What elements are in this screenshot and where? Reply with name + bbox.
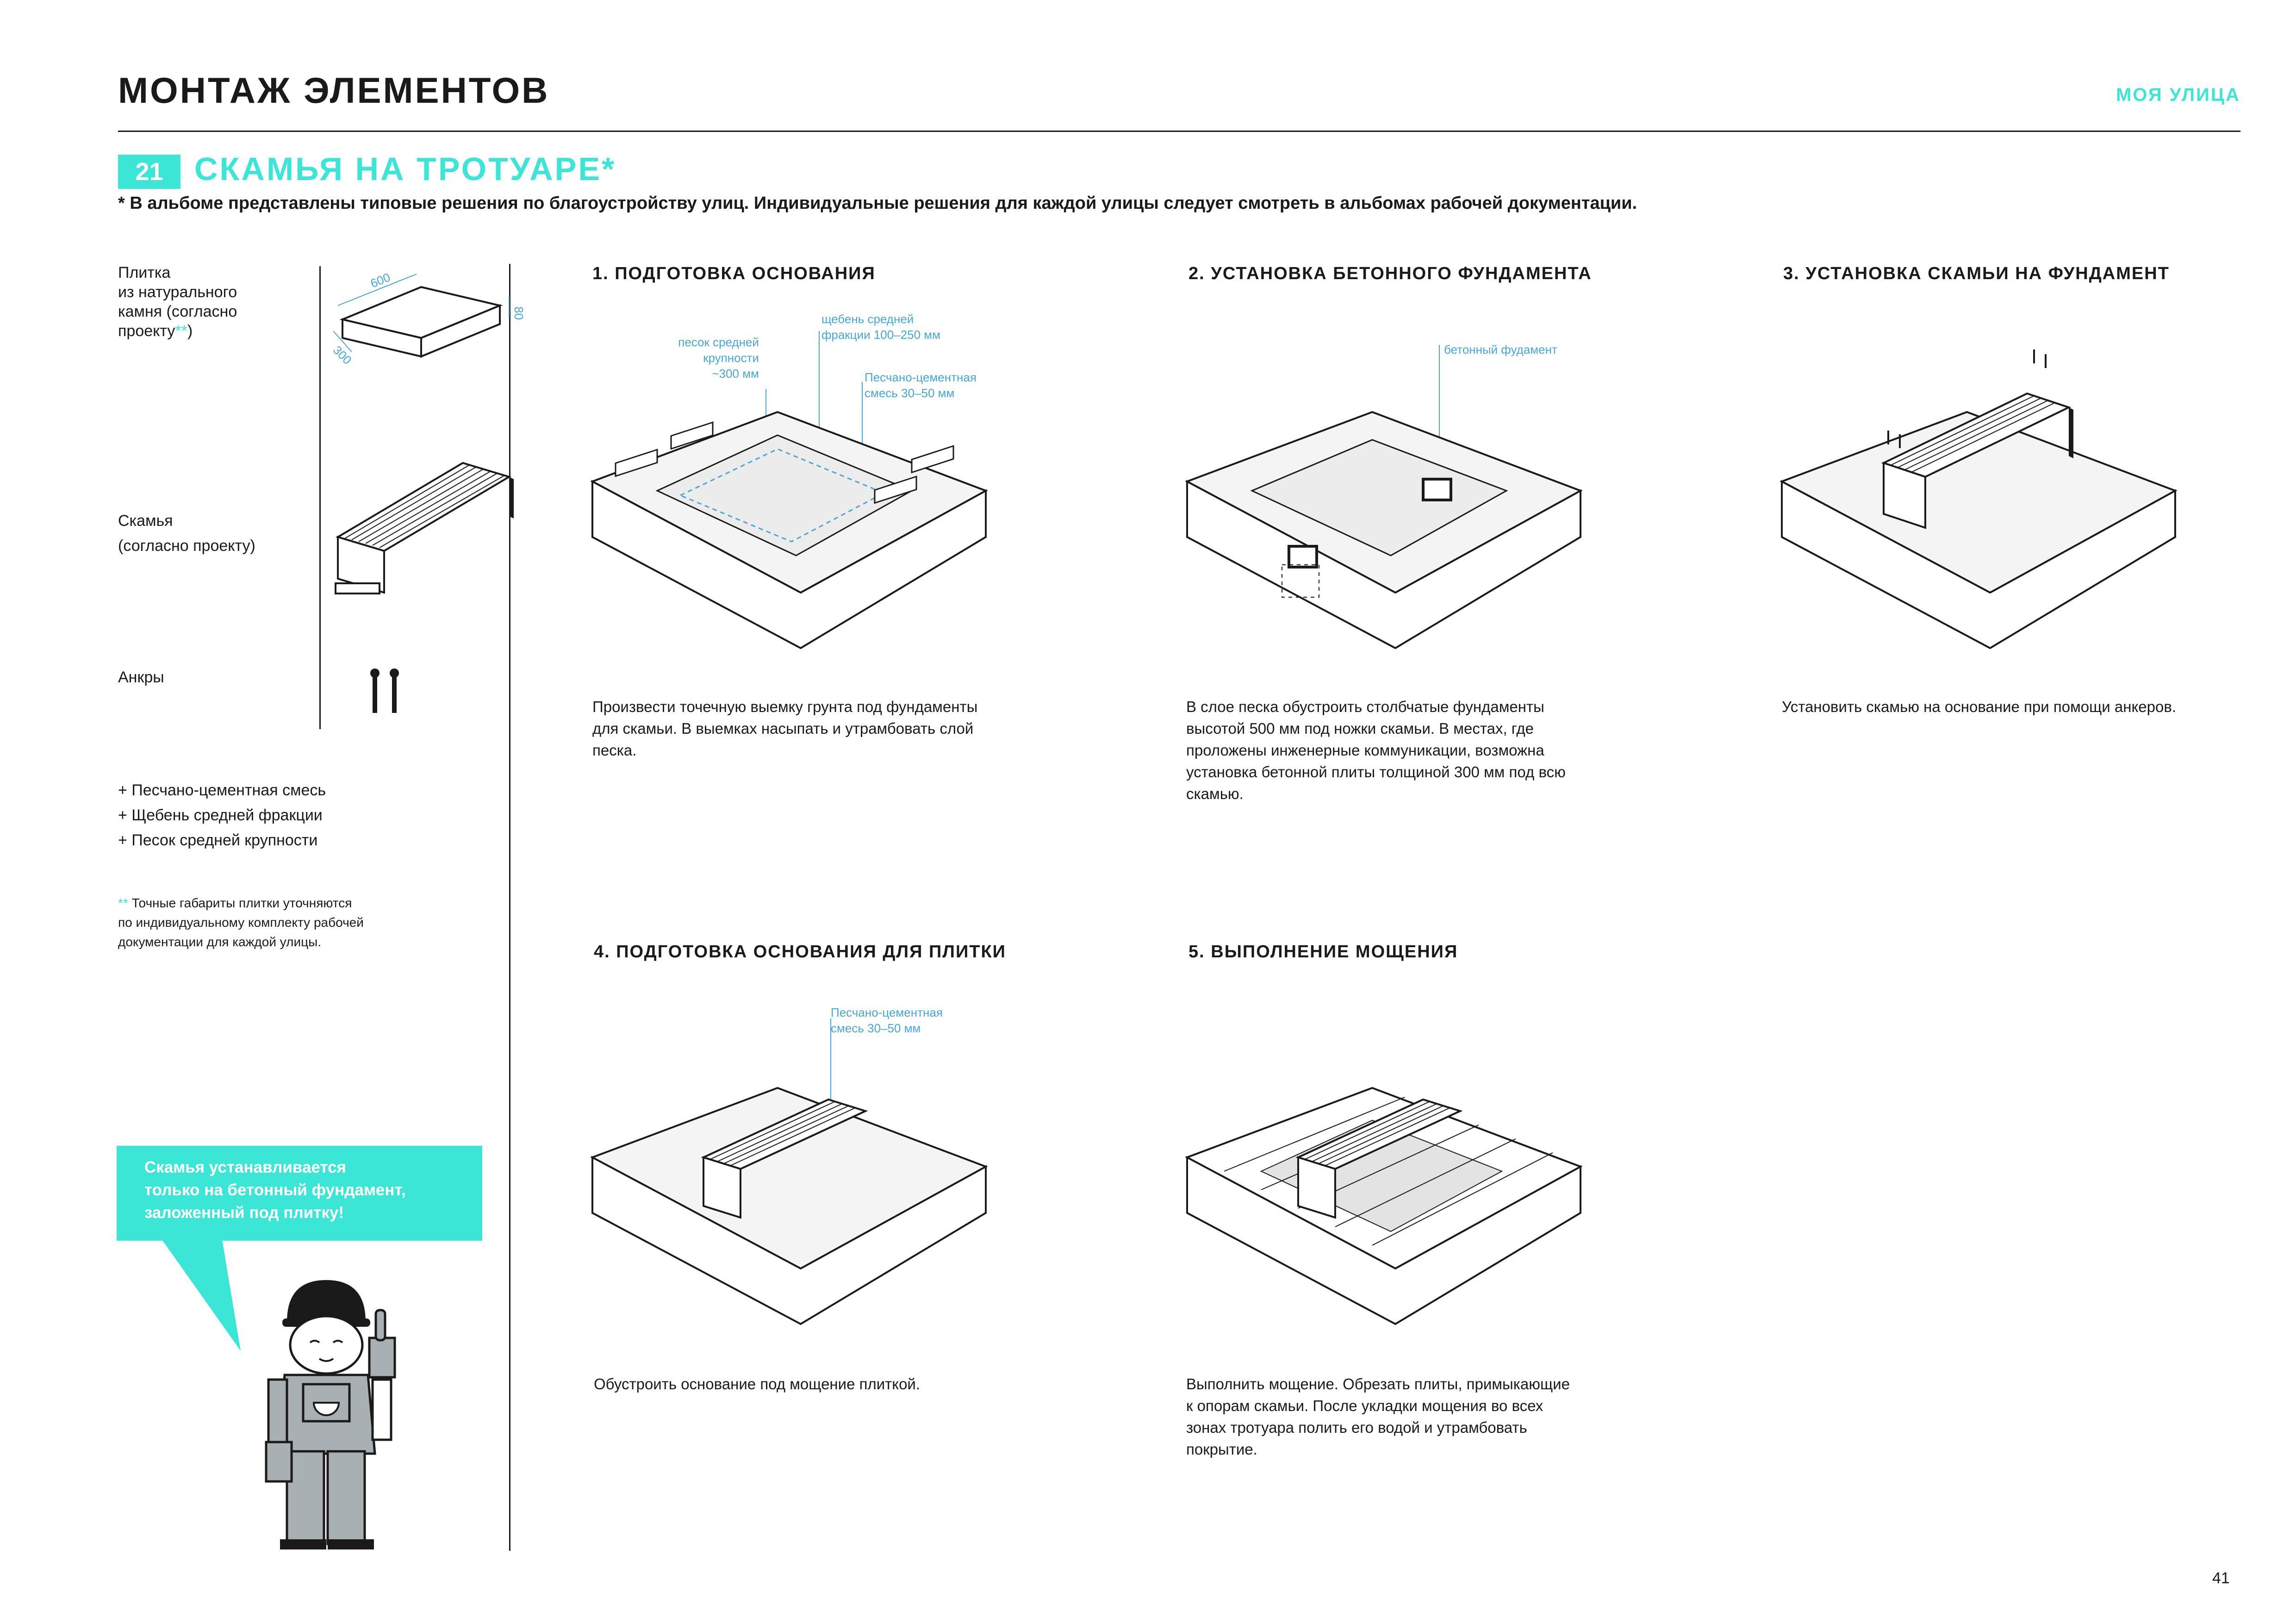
page-number: 41 [2212,1569,2230,1587]
step-4-note-mix: Песчано-цементная смесь 30–50 мм [831,1006,943,1035]
step-5-description: Выполнить мощение. Обрезать плиты, примы… [1186,1375,1570,1458]
step-3-illustration [1780,350,2178,650]
bench-label: Скамья (согласно проекту) [118,512,255,555]
step-1-title: 1. ПОДГОТОВКА ОСНОВАНИЯ [592,264,876,283]
callout-bubble: Скамья устанавливается только на бетонны… [117,1146,482,1241]
step-4-description: Обустроить основание под мощение плиткой… [594,1375,921,1393]
callout-tail [162,1240,241,1351]
bench-illustration [335,462,514,594]
anchors-icon [370,668,399,713]
tile-illustration: 600 80 300 [330,270,526,367]
materials-divider [319,266,321,729]
brand-label: МОЯ УЛИЦА [2116,85,2240,105]
step-4-title: 4. ПОДГОТОВКА ОСНОВАНИЯ ДЛЯ ПЛИТКИ [594,942,1006,962]
step-5-title: 5. ВЫПОЛНЕНИЕ МОЩЕНИЯ [1188,942,1458,962]
anchors-label: Анкры [118,668,164,686]
tile-height-dim: 80 [512,306,526,320]
step-2-description: В слое песка обустроить столбчатые фунда… [1186,698,1566,802]
column-divider [509,264,510,1551]
section-number-badge: 21 [118,155,180,189]
header-divider [118,131,2240,132]
tile-width-dim: 300 [330,343,355,367]
worker-mascot-illustration [265,1280,396,1549]
step-1-illustration [590,331,988,650]
step-2-illustration [1185,345,1583,650]
step-3-description: Установить скамью на основание при помощ… [1782,698,2177,715]
page-title: МОНТАЖ ЭЛЕМЕНТОВ [118,70,550,111]
step-3-title: 3. УСТАНОВКА СКАМЬИ НА ФУНДАМЕНТ [1783,264,2170,283]
list-item: + Песчано-цементная смесь [118,781,326,799]
tile-length-dim: 600 [368,270,392,290]
section-title: СКАМЬЯ НА ТРОТУАРЕ* [194,151,616,187]
step-1-note-sand: песок средней крупности ~300 мм [678,335,759,381]
tile-label: Плитка из натурального камня (согласно п… [118,264,237,340]
disclaimer-text: * В альбоме представлены типовые решения… [118,194,1637,213]
list-item: + Песок средней крупности [118,831,318,849]
step-1-note-mix: Песчано-цементная смесь 30–50 мм [865,370,977,400]
step-4-illustration [590,1018,988,1325]
step-2-note-foundation: бетонный фудамент [1444,343,1557,356]
step-1-note-gravel: щебень средней фракции 100–250 мм [821,312,941,342]
list-item: + Щебень средней фракции [118,806,323,824]
footnote: ** Точные габариты плитки уточняются по … [118,896,364,949]
step-2-title: 2. УСТАНОВКА БЕТОННОГО ФУНДАМЕНТА [1188,264,1592,283]
extra-materials-list: + Песчано-цементная смесь + Щебень средн… [118,778,326,853]
step-1-description: Произвести точечную выемку грунта под фу… [592,698,978,759]
step-5-illustration [1185,1087,1583,1325]
